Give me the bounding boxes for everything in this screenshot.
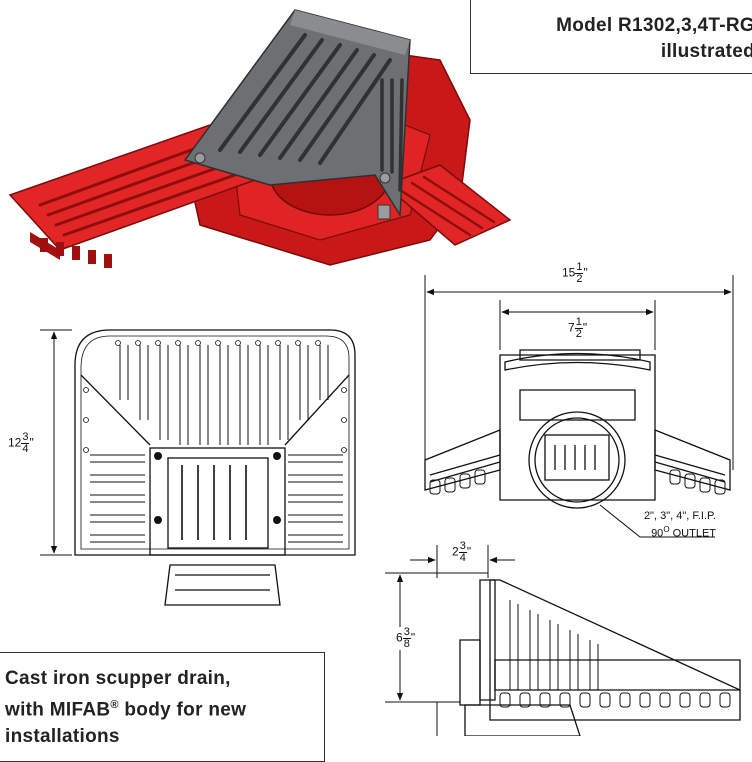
- dim-num: 1: [575, 261, 584, 274]
- description-line2-rest: body for new: [118, 699, 247, 721]
- description-brand: with MIFAB: [5, 699, 111, 721]
- dim-whole: 6: [396, 630, 403, 645]
- technical-drawings: [40, 275, 741, 736]
- outlet-note-suffix: OUTLET: [669, 527, 716, 540]
- model-label-line1: Model R1302,3,4T-RG: [556, 15, 752, 36]
- registered-mark: ®: [110, 699, 119, 711]
- dim-den: 8: [403, 638, 410, 650]
- outlet-degrees: 90: [651, 527, 664, 540]
- dim-den: 2: [576, 273, 583, 285]
- product-render: [8, 9, 512, 268]
- dim-num: 3: [402, 626, 411, 639]
- dim-num: 1: [574, 316, 583, 329]
- outlet-note-line1: 2", 3", 4", F.I.P.: [643, 510, 716, 522]
- outlet-note-line2: 90O OUTLET: [612, 523, 716, 541]
- description-line1: Cast iron scupper drain,: [5, 668, 231, 689]
- dim-unit: ": [582, 320, 588, 335]
- model-label: Model R1302,3,4T-RG illustrated: [556, 13, 752, 65]
- dim-num: 3: [458, 540, 467, 553]
- model-label-line2: illustrated: [660, 41, 752, 62]
- description-box: Cast iron scupper drain, with MIFAB® bod…: [0, 652, 325, 762]
- dim-den: 4: [22, 443, 29, 455]
- outlet-note: 2", 3", 4", F.I.P. 90O OUTLET: [612, 510, 716, 541]
- description-line2: with MIFAB® body for new: [5, 692, 246, 723]
- dim-unit: ": [410, 630, 416, 645]
- degree-mark: O: [663, 525, 670, 534]
- dim-whole: 2: [452, 544, 459, 559]
- dim-whole: 12: [8, 435, 22, 450]
- dim-num: 3: [21, 431, 30, 444]
- front-view: [424, 349, 731, 509]
- dim-unit: ": [583, 265, 588, 280]
- plan-view: [74, 329, 356, 606]
- dim-den: 4: [459, 552, 466, 564]
- model-callout-box: Model R1302,3,4T-RG illustrated: [470, 0, 752, 74]
- dim-unit: ": [29, 435, 34, 450]
- dim-whole: 7: [568, 320, 575, 335]
- dim-whole: 15: [562, 265, 576, 280]
- description-line3: installations: [5, 726, 120, 748]
- dim-den: 2: [575, 328, 582, 340]
- side-view: [459, 579, 741, 736]
- description-text: Cast iron scupper drain, with MIFAB® bod…: [5, 665, 246, 750]
- dim-unit: ": [466, 544, 472, 559]
